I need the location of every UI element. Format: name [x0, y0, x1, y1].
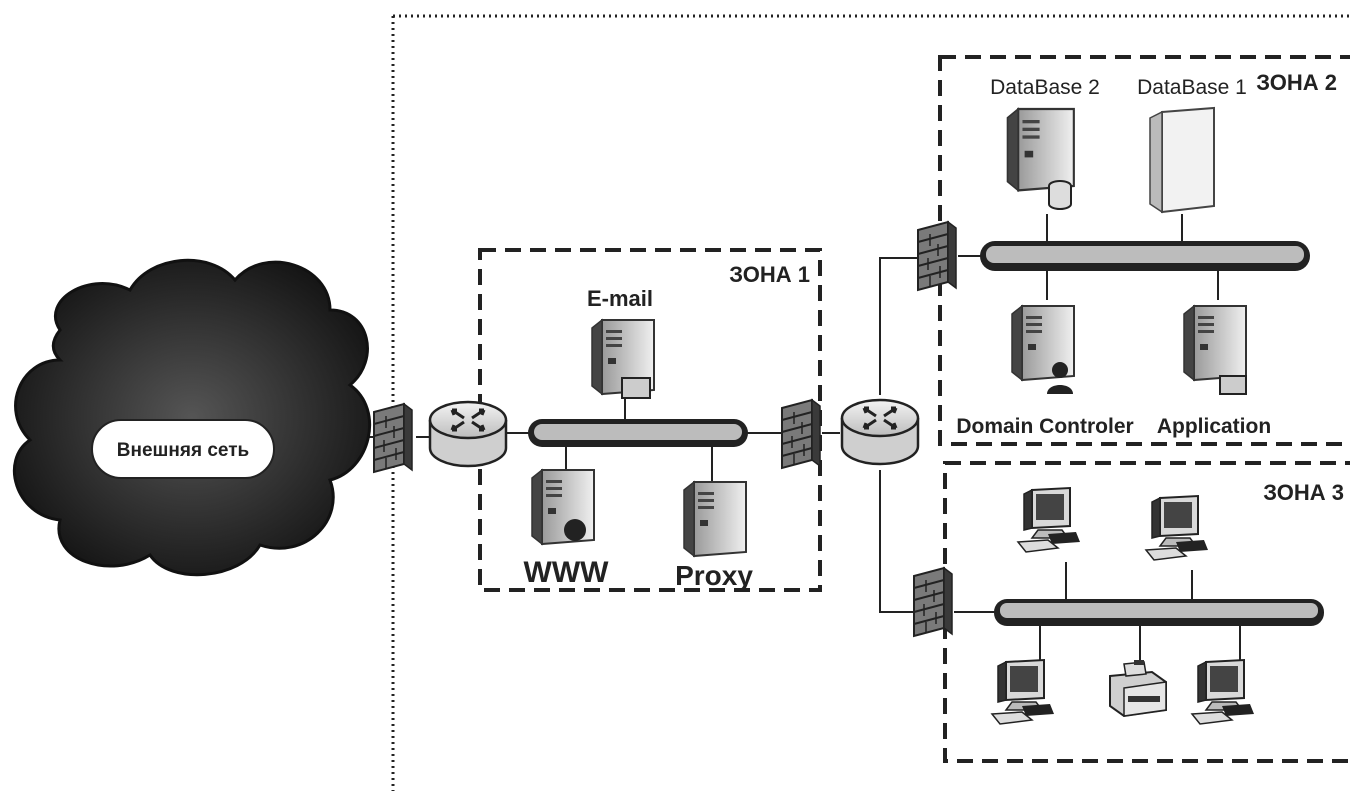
- bus-zone-3: [994, 599, 1324, 626]
- firewall-icon: [914, 568, 952, 636]
- printer-icon: [1110, 660, 1166, 716]
- zone-2-label: ЗОНА 2: [1256, 70, 1337, 95]
- bus-zone-1: [528, 419, 748, 447]
- zone-3-label: ЗОНА 3: [1263, 480, 1344, 505]
- application-server: [1184, 306, 1246, 394]
- cloud-icon: [14, 260, 369, 574]
- workstation-icon: [1192, 660, 1254, 724]
- firewall-icon: [918, 222, 956, 290]
- www-server-label: WWW: [524, 556, 610, 589]
- router-icon: [430, 402, 506, 466]
- wire-router2-firewall3: [880, 258, 918, 395]
- database-2-label: DataBase 2: [990, 76, 1100, 99]
- zone-1-label: ЗОНА 1: [729, 262, 810, 287]
- proxy-server-label: Proxy: [675, 560, 753, 591]
- www-server: [532, 470, 594, 544]
- app-window-icon: [1220, 376, 1246, 394]
- router-icon: [842, 400, 918, 464]
- database-1-server: [1150, 108, 1214, 212]
- domain-controller-server: [1012, 306, 1074, 394]
- globe-icon: [564, 519, 586, 541]
- bus-zone-2: [980, 241, 1310, 271]
- email-server: [592, 320, 654, 398]
- firewall-icon: [374, 404, 412, 472]
- external-network-label: Внешняя сеть: [117, 440, 249, 461]
- application-label: Application: [1157, 415, 1271, 438]
- email-server-label: E-mail: [587, 286, 653, 311]
- database-1-label: DataBase 1: [1137, 76, 1247, 99]
- user-icon: [1052, 362, 1068, 378]
- mail-envelope-icon: [622, 378, 650, 398]
- server-icon: [684, 482, 746, 556]
- domain-controller-label: Domain Controler: [956, 415, 1133, 438]
- database-2-server: [1007, 109, 1073, 209]
- server-icon: [1007, 109, 1073, 190]
- workstation-icon: [1018, 488, 1080, 552]
- server-icon: [1184, 306, 1246, 380]
- workstation-icon: [1146, 496, 1208, 560]
- external-network-node: Внешняя сеть: [92, 420, 274, 478]
- workstation-icon: [992, 660, 1054, 724]
- proxy-server: [684, 482, 746, 556]
- wire-router2-firewall4: [880, 470, 915, 612]
- firewall-icon: [782, 400, 820, 468]
